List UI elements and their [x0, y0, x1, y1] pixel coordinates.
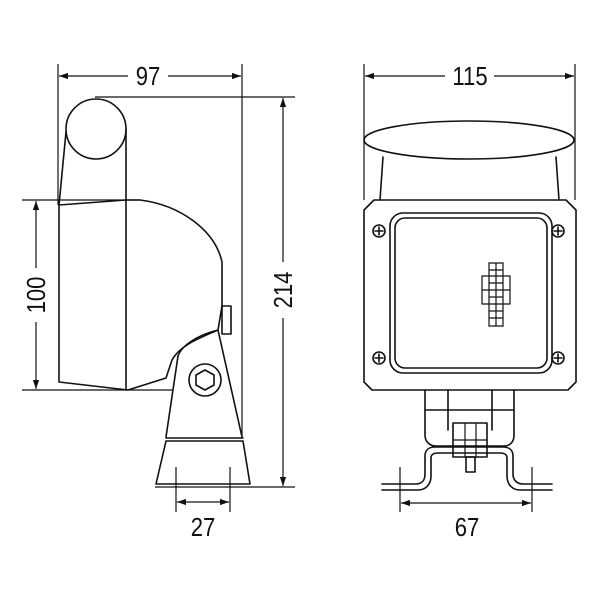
top-lamp-circle	[65, 98, 127, 160]
hex-bolt-icon	[195, 369, 215, 391]
pivot-circle	[188, 363, 222, 397]
mount-foot	[155, 440, 251, 485]
bracket-loop	[424, 389, 515, 447]
screw-icon	[551, 351, 565, 365]
bracket-outline	[165, 329, 243, 438]
mount-foot-bracket	[381, 446, 553, 485]
dimension-body-height-label: 100	[22, 277, 51, 314]
dimension-depth-label: 97	[136, 62, 161, 91]
top-lamp-ellipse	[363, 120, 575, 160]
dimension-foot-width-label: 27	[191, 513, 216, 542]
screw-icon	[372, 224, 386, 238]
neck-outline	[379, 156, 560, 201]
lens-inner	[394, 217, 548, 369]
housing-front	[363, 199, 577, 391]
mount-foot-bracket	[381, 452, 553, 491]
screw-icon	[551, 224, 565, 238]
arm-outline	[58, 131, 67, 206]
side-view: 97 100 214 27	[22, 62, 298, 542]
screw-icon	[372, 351, 386, 365]
housing-body-outline	[58, 199, 223, 391]
approval-mark-grid-icon	[481, 262, 511, 327]
bracket-detail	[424, 389, 515, 431]
side-tab	[221, 305, 232, 335]
front-view: 115 67	[363, 62, 577, 542]
dimension-width-label: 115	[452, 62, 487, 91]
dimension-total-height-label: 214	[269, 272, 298, 309]
nut-detail	[453, 423, 487, 457]
lens-outer	[389, 212, 553, 374]
bolt-stem	[465, 456, 476, 473]
bracket-outline	[177, 329, 219, 357]
dimension-bracket-width-label: 67	[455, 513, 480, 542]
